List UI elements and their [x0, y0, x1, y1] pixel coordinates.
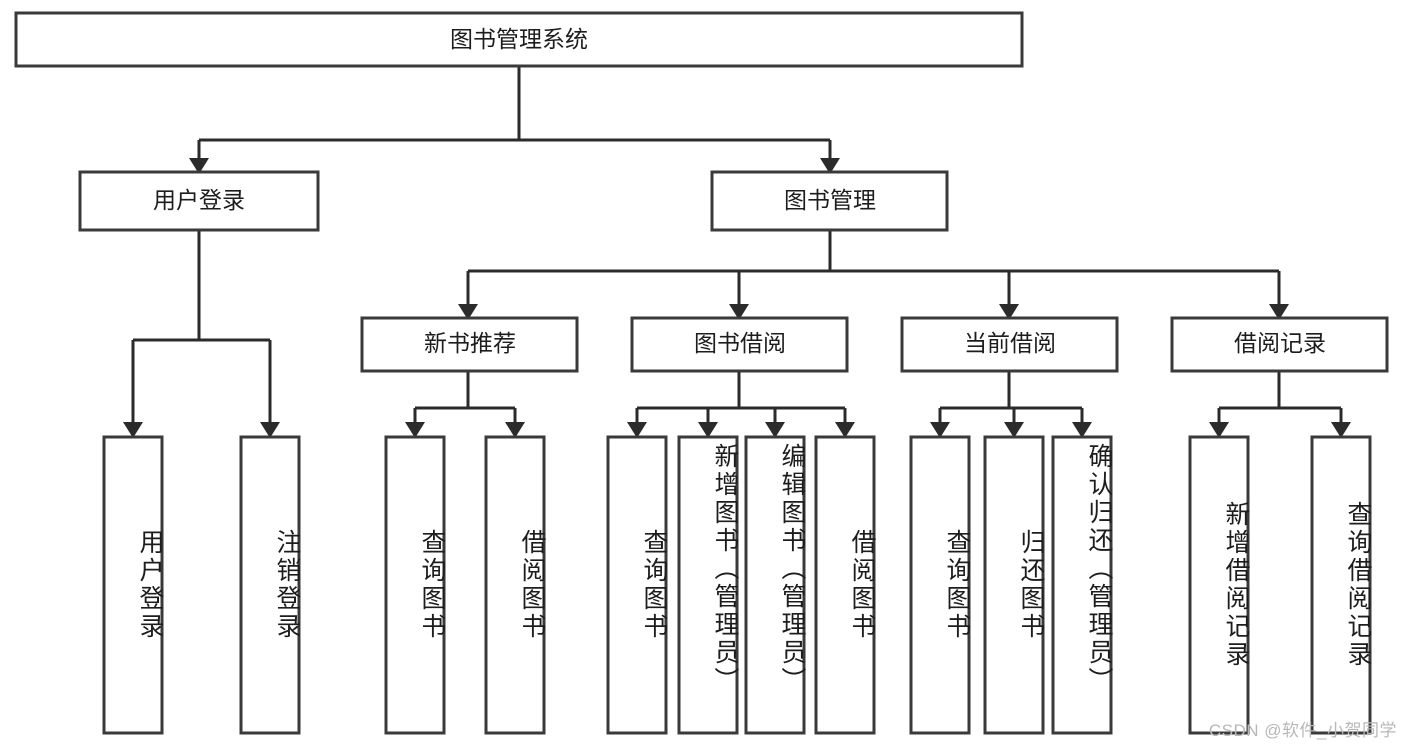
leaf-box-return-book[interactable] [983, 435, 1045, 735]
node-borrow-record[interactable]: 借阅记录 [1170, 316, 1389, 373]
node-book-manage-box[interactable] [710, 170, 949, 232]
arrowhead-leaf-confirm-return [1072, 422, 1092, 438]
arrowhead-leaf-query-book-2 [627, 422, 647, 438]
leaf-box-query-record[interactable] [1310, 435, 1372, 735]
arrowhead-leaf-borrow-book-1 [505, 422, 525, 438]
leaf-box-add-record[interactable] [1188, 435, 1250, 735]
arrowhead-borrow-record [1269, 304, 1289, 320]
node-book-borrow-label: 图书借阅 [694, 330, 786, 356]
leaf-box-query-book-3[interactable] [909, 435, 971, 735]
node-book-manage[interactable]: 图书管理 [710, 170, 949, 232]
leaf-box-borrow-book-2[interactable] [814, 435, 876, 735]
arrowhead-leaf-query-book-1 [405, 422, 425, 438]
leaf-box-add-book[interactable] [677, 435, 739, 735]
node-root-label: 图书管理系统 [450, 26, 588, 52]
node-new-book-rec-label: 新书推荐 [424, 330, 516, 356]
arrowhead-leaf-return-book [1004, 422, 1024, 438]
arrowhead-leaf-query-record [1331, 422, 1351, 438]
leaf-box-borrow-book-1[interactable] [484, 435, 546, 735]
leaf-box-confirm-return[interactable] [1051, 435, 1113, 735]
arrowhead-leaf-logout [260, 422, 280, 438]
connector-layer [123, 66, 1351, 438]
arrowhead-book-borrow [729, 304, 749, 320]
leaf-box-query-book-2[interactable] [606, 435, 668, 735]
arrowhead-leaf-add-book [698, 422, 718, 438]
node-book-borrow[interactable]: 图书借阅 [630, 316, 849, 373]
node-borrow-record-box[interactable] [1170, 316, 1389, 373]
node-book-manage-label: 图书管理 [784, 187, 876, 213]
arrowhead-leaf-user-login [123, 422, 143, 438]
node-borrow-record-label: 借阅记录 [1234, 330, 1326, 356]
node-new-book-rec[interactable]: 新书推荐 [360, 316, 579, 373]
leaf-box-user-login[interactable] [102, 435, 164, 735]
node-current-borrow-label: 当前借阅 [964, 330, 1056, 356]
arrowhead-leaf-borrow-book-2 [835, 422, 855, 438]
arrowhead-current-borrow [999, 304, 1019, 320]
leaf-box-layer [102, 435, 1372, 735]
arrowhead-user-login [189, 158, 209, 174]
arrowhead-leaf-edit-book [765, 422, 785, 438]
leaf-box-logout[interactable] [239, 435, 301, 735]
node-user-login-box[interactable] [78, 170, 320, 232]
node-root[interactable]: 图书管理系统 [14, 11, 1024, 68]
leaf-box-query-book-1[interactable] [384, 435, 446, 735]
node-current-borrow-box[interactable] [900, 316, 1119, 373]
watermark-text: CSDN @软件_小贺同学 [1208, 721, 1397, 740]
node-book-borrow-box[interactable] [630, 316, 849, 373]
arrowhead-leaf-add-record [1209, 422, 1229, 438]
node-new-book-rec-box[interactable] [360, 316, 579, 373]
arrowhead-new-book-rec [458, 304, 478, 320]
node-current-borrow[interactable]: 当前借阅 [900, 316, 1119, 373]
node-user-login[interactable]: 用户登录 [78, 170, 320, 232]
arrowhead-leaf-query-book-3 [930, 422, 950, 438]
node-root-box[interactable] [14, 11, 1024, 68]
arrowhead-book-manage [820, 158, 840, 174]
leaf-box-edit-book[interactable] [744, 435, 806, 735]
node-user-login-label: 用户登录 [153, 187, 245, 213]
